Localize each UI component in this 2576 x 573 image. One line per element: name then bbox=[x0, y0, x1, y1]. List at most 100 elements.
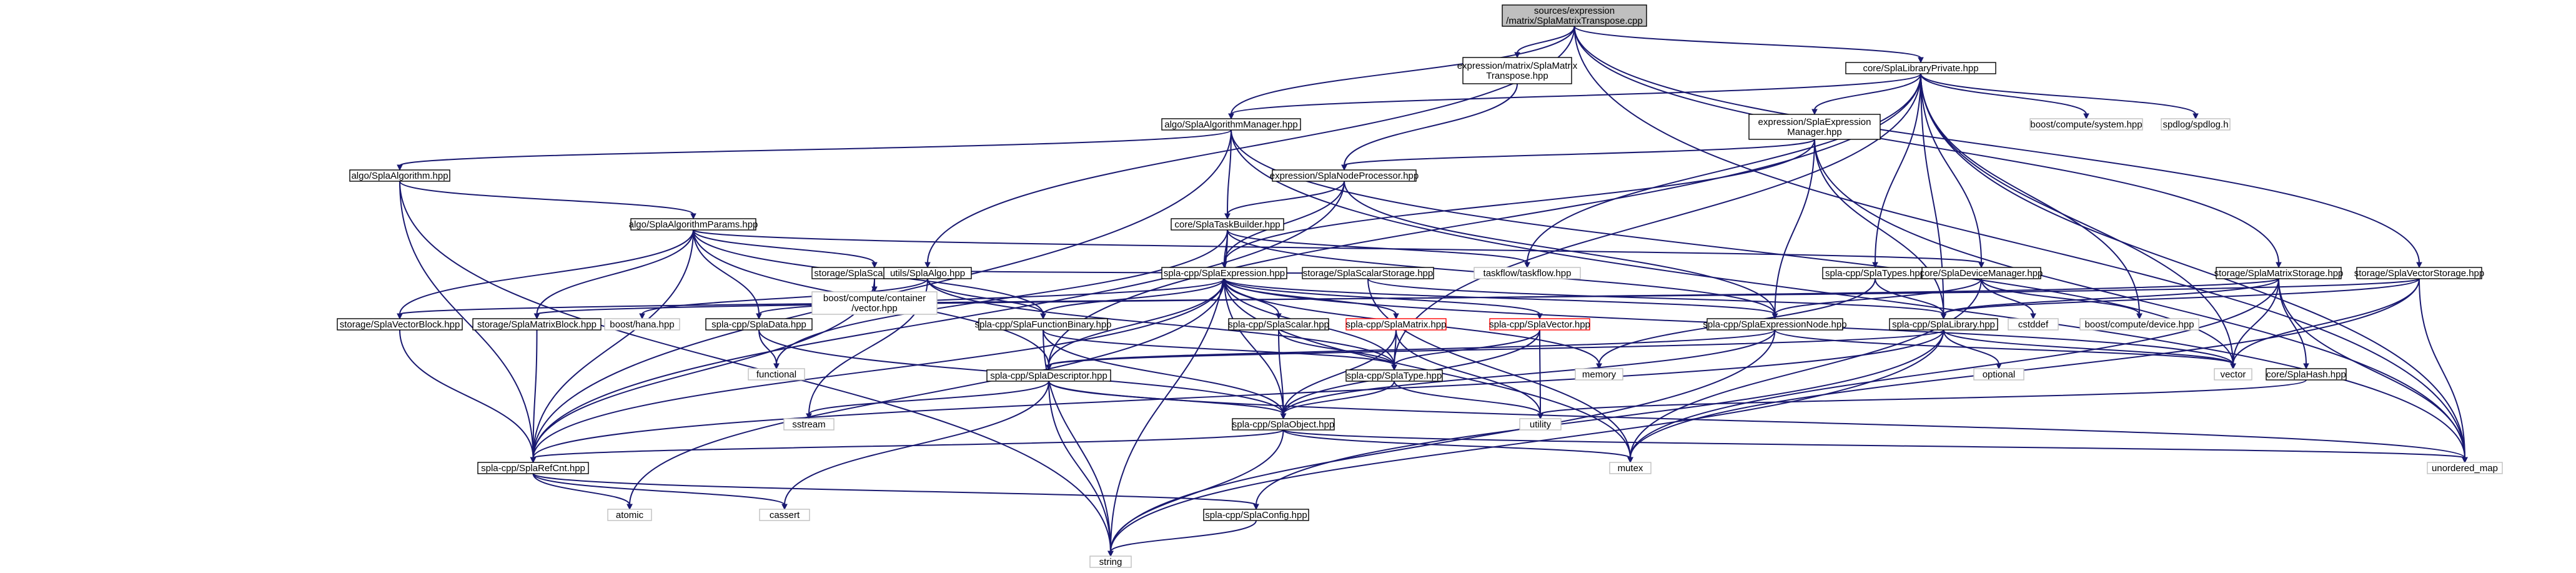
node-scalar_storage[interactable]: storage/SplaScalarStorage.hpp bbox=[1302, 267, 1434, 279]
node-taskflow: taskflow/taskflow.hpp bbox=[1474, 267, 1581, 279]
edge-arrowhead bbox=[533, 313, 540, 320]
node-box bbox=[748, 368, 805, 381]
edge-spla_type-to-spla_object bbox=[1282, 381, 1395, 415]
edge-device_manager-to-boost_device bbox=[1981, 278, 2140, 315]
edge-arrowhead bbox=[1341, 164, 1347, 171]
edge-arrowhead bbox=[871, 262, 878, 269]
node-spla_hash[interactable]: core/SplaHash.hpp bbox=[2266, 368, 2347, 381]
node-spla_matrix[interactable]: spla-cpp/SplaMatrix.hpp bbox=[1345, 318, 1447, 331]
node-box bbox=[2029, 118, 2143, 131]
node-unordered_map: unordered_map bbox=[2427, 462, 2503, 474]
node-box bbox=[883, 267, 972, 279]
edge-arrowhead bbox=[756, 313, 762, 320]
node-expression_node[interactable]: spla-cpp/SplaExpressionNode.hpp bbox=[1703, 318, 1847, 331]
dependency-edges bbox=[397, 26, 2468, 557]
edge-spla_types-to-spla_library bbox=[1875, 278, 1944, 315]
node-boost_system: boost/compute/system.hpp bbox=[2029, 118, 2143, 131]
edge-algo_params-to-vector_block bbox=[399, 229, 694, 315]
edge-task_builder-to-taskflow bbox=[1227, 229, 1528, 264]
node-mutex: mutex bbox=[1609, 462, 1652, 474]
node-box bbox=[2216, 267, 2342, 279]
node-label: spla-cpp/SplaRefCnt.hpp bbox=[481, 463, 585, 474]
node-label: spla-cpp/SplaData.hpp bbox=[711, 319, 806, 330]
node-box bbox=[1171, 218, 1284, 231]
node-matrix_block[interactable]: storage/SplaMatrixBlock.hpp bbox=[472, 318, 602, 331]
edge-arrowhead bbox=[397, 313, 403, 320]
node-box bbox=[1089, 556, 1132, 568]
node-vector_storage[interactable]: storage/SplaVectorStorage.hpp bbox=[2354, 267, 2484, 279]
node-mtranspose_hpp[interactable]: expression/matrix/SplaMatrixTranspose.hp… bbox=[1457, 57, 1578, 84]
edge-spla_expression-to-spla_data bbox=[758, 278, 1225, 315]
node-root[interactable]: sources/expression/matrix/SplaMatrixTran… bbox=[1502, 4, 1647, 27]
edge-spla_scalar-to-spla_type bbox=[1278, 329, 1395, 366]
edge-spla_type-to-utility bbox=[1394, 381, 1541, 415]
edge-expr_manager-to-expression_node bbox=[1774, 139, 1815, 315]
node-vector_block[interactable]: storage/SplaVectorBlock.hpp bbox=[337, 318, 463, 331]
node-function_binary[interactable]: spla-cpp/SplaFunctionBinary.hpp bbox=[974, 318, 1112, 331]
node-label: spla-cpp/SplaMatrix.hpp bbox=[1346, 319, 1447, 330]
edge-vector_storage-to-spla_library bbox=[1943, 278, 2420, 315]
edge-arrowhead bbox=[773, 363, 780, 370]
node-label: storage/SplaVectorStorage.hpp bbox=[2354, 268, 2484, 279]
edge-root-to-library_private bbox=[1573, 26, 1921, 59]
edge-arrowhead bbox=[1040, 313, 1046, 320]
edge-arrowhead bbox=[2230, 363, 2236, 370]
node-library_private[interactable]: core/SplaLibraryPrivate.hpp bbox=[1845, 62, 1996, 74]
node-spla_expression[interactable]: spla-cpp/SplaExpression.hpp bbox=[1161, 267, 1287, 279]
node-algorithm[interactable]: algo/SplaAlgorithm.hpp bbox=[349, 169, 450, 182]
node-spla_scalar[interactable]: spla-cpp/SplaScalar.hpp bbox=[1228, 318, 1329, 331]
edge-arrowhead bbox=[2030, 313, 2036, 320]
edge-arrowhead bbox=[1596, 363, 1602, 370]
node-spla_descriptor[interactable]: spla-cpp/SplaDescriptor.hpp bbox=[986, 369, 1111, 382]
node-boost_vector: boost/compute/container/vector.hpp bbox=[811, 291, 938, 315]
node-label: core/SplaHash.hpp bbox=[2266, 369, 2346, 380]
node-spla_vector[interactable]: spla-cpp/SplaVector.hpp bbox=[1489, 318, 1590, 331]
node-box bbox=[1345, 369, 1443, 382]
node-box bbox=[1921, 267, 2041, 279]
node-box bbox=[630, 218, 756, 231]
node-node_processor[interactable]: expression/SplaNodeProcessor.hpp bbox=[1270, 169, 1419, 182]
edge-spla_descriptor-to-sstream bbox=[808, 381, 1049, 415]
edge-algo_params-to-scalar_value bbox=[693, 229, 875, 264]
edge-arrowhead bbox=[1627, 457, 1633, 464]
node-label: storage/SplaMatrixStorage.hpp bbox=[2214, 268, 2344, 279]
node-algo_manager[interactable]: algo/SplaAlgorithmManager.hpp bbox=[1161, 118, 1301, 131]
edge-expr_manager-to-node_processor bbox=[1344, 139, 1815, 166]
node-box bbox=[705, 318, 813, 331]
node-box bbox=[1474, 267, 1581, 279]
node-spla_data[interactable]: spla-cpp/SplaData.hpp bbox=[705, 318, 813, 331]
edge-expr_manager-to-unordered_map bbox=[1814, 139, 2465, 459]
edge-library_private-to-taskflow bbox=[1527, 73, 1921, 264]
edge-arrowhead bbox=[2276, 262, 2282, 269]
node-label: spla-cpp/SplaLibrary.hpp bbox=[1892, 319, 1995, 330]
edge-node_processor-to-task_builder bbox=[1227, 181, 1345, 215]
node-spla_object[interactable]: spla-cpp/SplaObject.hpp bbox=[1232, 418, 1335, 431]
edge-matrix_storage-to-unordered_map bbox=[2278, 278, 2465, 459]
edge-algorithm-to-algo_params bbox=[399, 181, 694, 215]
node-algo_params[interactable]: algo/SplaAlgorithmParams.hpp bbox=[629, 218, 758, 231]
edge-spla_expression-to-spla_refcnt bbox=[532, 278, 1225, 459]
node-spla_library[interactable]: spla-cpp/SplaLibrary.hpp bbox=[1889, 318, 1998, 331]
edge-library_private-to-expr_manager bbox=[1814, 73, 1921, 111]
node-spla_types[interactable]: spla-cpp/SplaTypes.hpp bbox=[1822, 267, 1928, 279]
node-spla_refcnt[interactable]: spla-cpp/SplaRefCnt.hpp bbox=[477, 462, 589, 474]
edge-arrowhead bbox=[1524, 262, 1530, 269]
edge-library_private-to-device_manager bbox=[1920, 73, 1982, 264]
edge-algo_params-to-matrix_block bbox=[536, 229, 694, 315]
edge-expr_manager-to-spla_library bbox=[1814, 139, 1944, 315]
node-sstream: sstream bbox=[783, 418, 835, 431]
node-label: spdlog/spdlog.h bbox=[2162, 119, 2228, 130]
node-box bbox=[2008, 318, 2059, 331]
edge-scalar_storage-to-mutex bbox=[1367, 278, 1631, 459]
node-device_manager[interactable]: core/SplaDeviceManager.hpp bbox=[1920, 267, 2043, 279]
node-matrix_storage[interactable]: storage/SplaMatrixStorage.hpp bbox=[2214, 267, 2344, 279]
node-utils_algo[interactable]: utils/SplaAlgo.hpp bbox=[883, 267, 972, 279]
node-spla_config[interactable]: spla-cpp/SplaConfig.hpp bbox=[1203, 509, 1309, 521]
edge-spla_library-to-spla_refcnt bbox=[532, 329, 1944, 459]
edge-arrowhead bbox=[397, 164, 403, 171]
node-box bbox=[1889, 318, 1998, 331]
edge-spla_library-to-string bbox=[1110, 329, 1944, 552]
node-task_builder[interactable]: core/SplaTaskBuilder.hpp bbox=[1171, 218, 1284, 231]
node-spla_type[interactable]: spla-cpp/SplaType.hpp bbox=[1345, 369, 1443, 382]
